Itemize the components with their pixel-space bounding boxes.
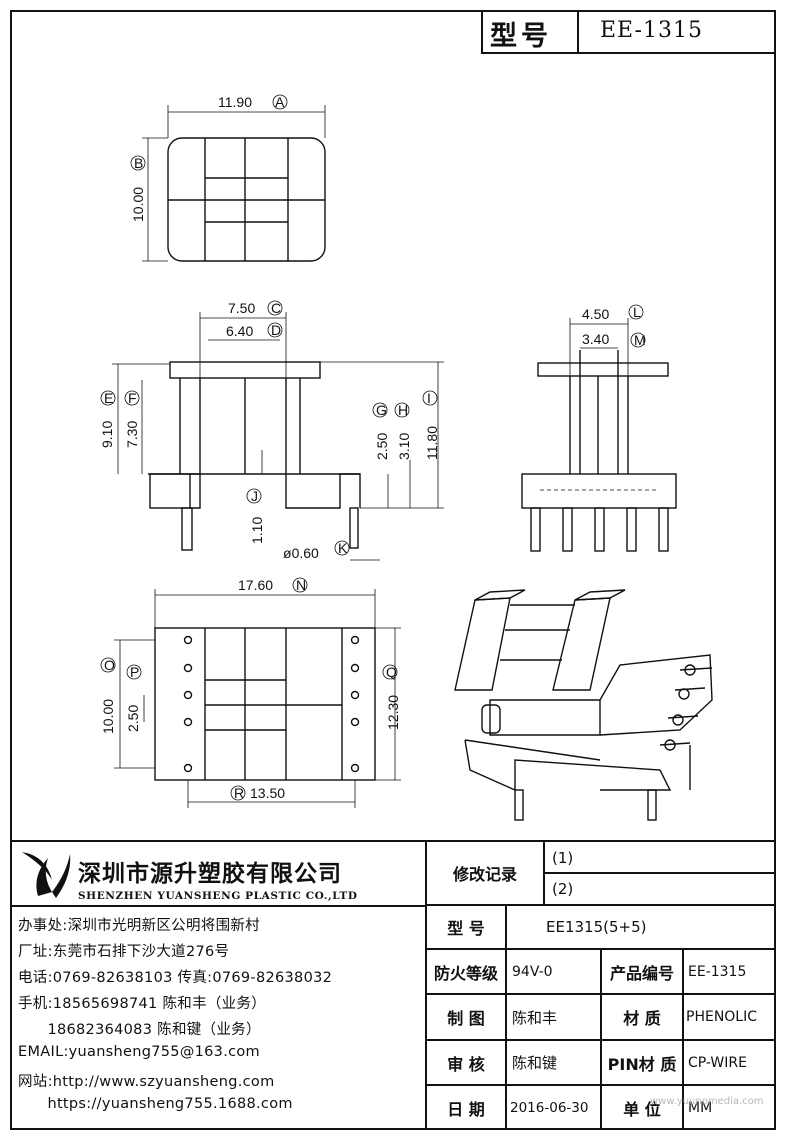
dim-q-label: 12.30 (385, 695, 401, 730)
svg-text:P: P (130, 664, 139, 680)
reviewed-by-label: 审 核 (447, 1054, 485, 1074)
material-label: 材 质 (623, 1009, 661, 1028)
pin-material-value: CP-WIRE (688, 1054, 747, 1071)
spec-col-line-1 (505, 905, 507, 1130)
product-code-value: EE-1315 (688, 963, 747, 980)
company-divider (10, 905, 425, 907)
fire-rating-value: 94V-0 (512, 963, 553, 980)
svg-text:Q: Q (386, 664, 397, 680)
email: EMAIL:yuansheng755@163.com (18, 1044, 260, 1060)
unit-label: 单 位 (623, 1099, 661, 1119)
drawing-frame (10, 10, 776, 1130)
watermark-text: www.yuunomedia.com (650, 1096, 764, 1107)
svg-text:B: B (134, 155, 143, 171)
svg-text:ø0.60: ø0.60 (283, 545, 319, 561)
date-value: 2016-06-30 (510, 1099, 589, 1116)
unit-value: MM (688, 1099, 713, 1116)
dim-n-label: 17.60 (238, 577, 273, 593)
dim-g-label: 2.50 (374, 433, 390, 460)
revision-row-1: (1) (552, 849, 574, 867)
dim-a-label: 11.90 (218, 94, 252, 110)
svg-text:D: D (271, 322, 281, 338)
website-1: 网站:http://www.szyuansheng.com (18, 1074, 275, 1090)
dim-e-label: 9.10 (99, 421, 115, 448)
isometric-view (454, 589, 713, 821)
company-name-en: SHENZHEN YUANSHENG PLASTIC CO.,LTD (78, 890, 358, 902)
mobile-2: 18682364083 陈和键（业务） (18, 1022, 261, 1038)
pin-material-label: PIN材 质 (607, 1054, 677, 1074)
svg-text:M: M (634, 332, 646, 348)
dim-f-label: 7.30 (124, 421, 140, 448)
dim-d-label: 6.40 (226, 323, 253, 339)
date-label: 日 期 (447, 1099, 485, 1119)
svg-text:K: K (338, 540, 348, 556)
model-value: EE1315(5+5) (546, 918, 647, 936)
dim-o-label: 10.00 (100, 699, 116, 734)
dim-i-label: 11.80 (424, 426, 440, 460)
svg-text:R: R (234, 785, 244, 801)
revision-bottom-line (425, 904, 776, 906)
svg-text:C: C (271, 300, 281, 316)
spec-col-line-3 (682, 949, 684, 1130)
model-header-box (481, 10, 776, 54)
svg-text:N: N (296, 577, 306, 593)
svg-text:L: L (633, 304, 641, 320)
dim-k-label: 0.60 (292, 545, 319, 561)
model-header-label: 型号 (490, 21, 552, 52)
dim-p-label: 2.50 (125, 705, 141, 732)
spec-col-line-2 (600, 949, 602, 1130)
side-view: 4.50 L 3.40 M (521, 304, 677, 552)
factory-address: 厂址:东莞市石排下沙大道276号 (18, 944, 230, 960)
technical-drawing: 11.90 A 10.00 B 7.50 C 6.40 D 9.10 (99, 94, 713, 821)
bottom-view: 17.60 N 10.00 O 2.50 P 12.30 Q R 13.50 (100, 577, 401, 808)
svg-text:G: G (376, 402, 387, 418)
svg-text:I: I (427, 390, 431, 406)
revision-row-line (543, 872, 776, 874)
svg-text:J: J (251, 488, 258, 504)
company-logo (22, 852, 71, 898)
svg-text:E: E (104, 390, 113, 406)
dim-l-label: 4.50 (582, 306, 609, 322)
mobile-1: 手机:18565698741 陈和丰（业务） (18, 996, 267, 1012)
top-view: 11.90 A 10.00 B (130, 94, 326, 262)
reviewed-by-value: 陈和键 (512, 1054, 558, 1072)
front-view: 7.50 C 6.40 D 9.10 E 7.30 F 2.50 G 3.10 … (99, 300, 444, 561)
title-block-divider (425, 840, 427, 1130)
dim-c-label: 7.50 (228, 300, 255, 316)
dim-h-label: 3.10 (396, 433, 412, 460)
model-label: 型 号 (447, 919, 485, 938)
title-block-top-border (10, 840, 776, 842)
svg-text:O: O (104, 657, 115, 673)
svg-text:H: H (398, 402, 408, 418)
revision-label: 修改记录 (452, 865, 517, 884)
office-address: 办事处:深圳市光明新区公明将围新村 (18, 918, 260, 934)
model-header-divider (577, 10, 579, 54)
svg-text:F: F (128, 390, 137, 406)
svg-text:A: A (275, 94, 285, 110)
model-header-value: EE-1315 (600, 18, 703, 43)
dim-m-label: 3.40 (582, 331, 609, 347)
material-value: PHENOLIC (686, 1009, 758, 1025)
drawn-by-value: 陈和丰 (512, 1008, 558, 1027)
product-code-label: 产品编号 (609, 963, 674, 983)
dim-j-label: 1.10 (249, 517, 265, 544)
dim-r-label: 13.50 (250, 785, 285, 801)
drawn-by-label: 制 图 (447, 1009, 485, 1028)
revision-row-2: (2) (552, 880, 574, 898)
dim-b-label: 10.00 (130, 187, 146, 222)
website-2: https://yuansheng755.1688.com (18, 1096, 293, 1112)
company-name-cn: 深圳市源升塑胶有限公司 (78, 861, 342, 887)
fire-rating-label: 防火等级 (433, 963, 498, 983)
phone-fax: 电话:0769-82638103 传真:0769-82638032 (18, 970, 333, 986)
